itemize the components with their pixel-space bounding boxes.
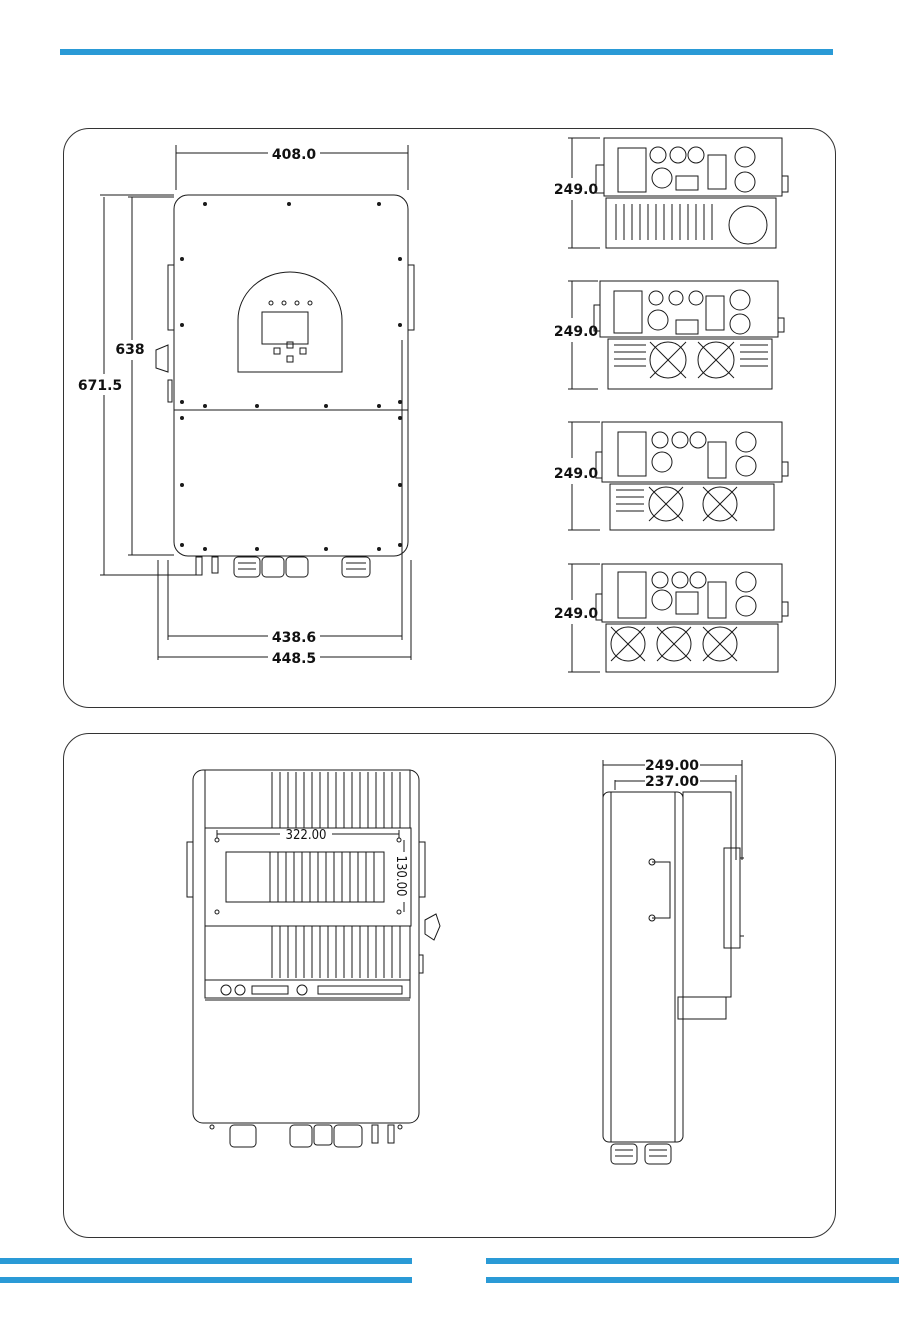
bottom-view-3: 249.0 xyxy=(554,422,788,530)
dim-depth-3: 249.0 xyxy=(554,466,599,482)
rear-view: 322.00 130.00 xyxy=(187,770,440,1147)
dim-depth-1: 249.0 xyxy=(554,182,599,198)
dim-bracket-width: 322.00 xyxy=(286,828,327,843)
bottom-view-1: 249.0 xyxy=(554,138,788,248)
dim-width-top: 408.0 xyxy=(272,147,317,163)
dim-side-depth-inner: 237.00 xyxy=(645,774,699,790)
side-view: 249.00 237.00 xyxy=(603,758,744,1164)
dim-height-inner: 638 xyxy=(115,342,144,358)
dim-depth-4: 249.0 xyxy=(554,606,599,622)
dim-depth-2: 249.0 xyxy=(554,324,599,340)
bottom-view-4: 249.0 xyxy=(554,564,788,672)
dim-side-depth-outer: 249.00 xyxy=(645,758,699,774)
bottom-view-2: 249.0 xyxy=(554,281,784,389)
dim-bracket-height: 130.00 xyxy=(393,856,408,897)
dim-width-bottom-outer: 448.5 xyxy=(272,651,316,667)
front-view: 408.0 638 671.5 xyxy=(78,145,414,667)
dim-width-bottom-inner: 438.6 xyxy=(272,630,316,646)
dim-height-outer: 671.5 xyxy=(78,378,122,394)
